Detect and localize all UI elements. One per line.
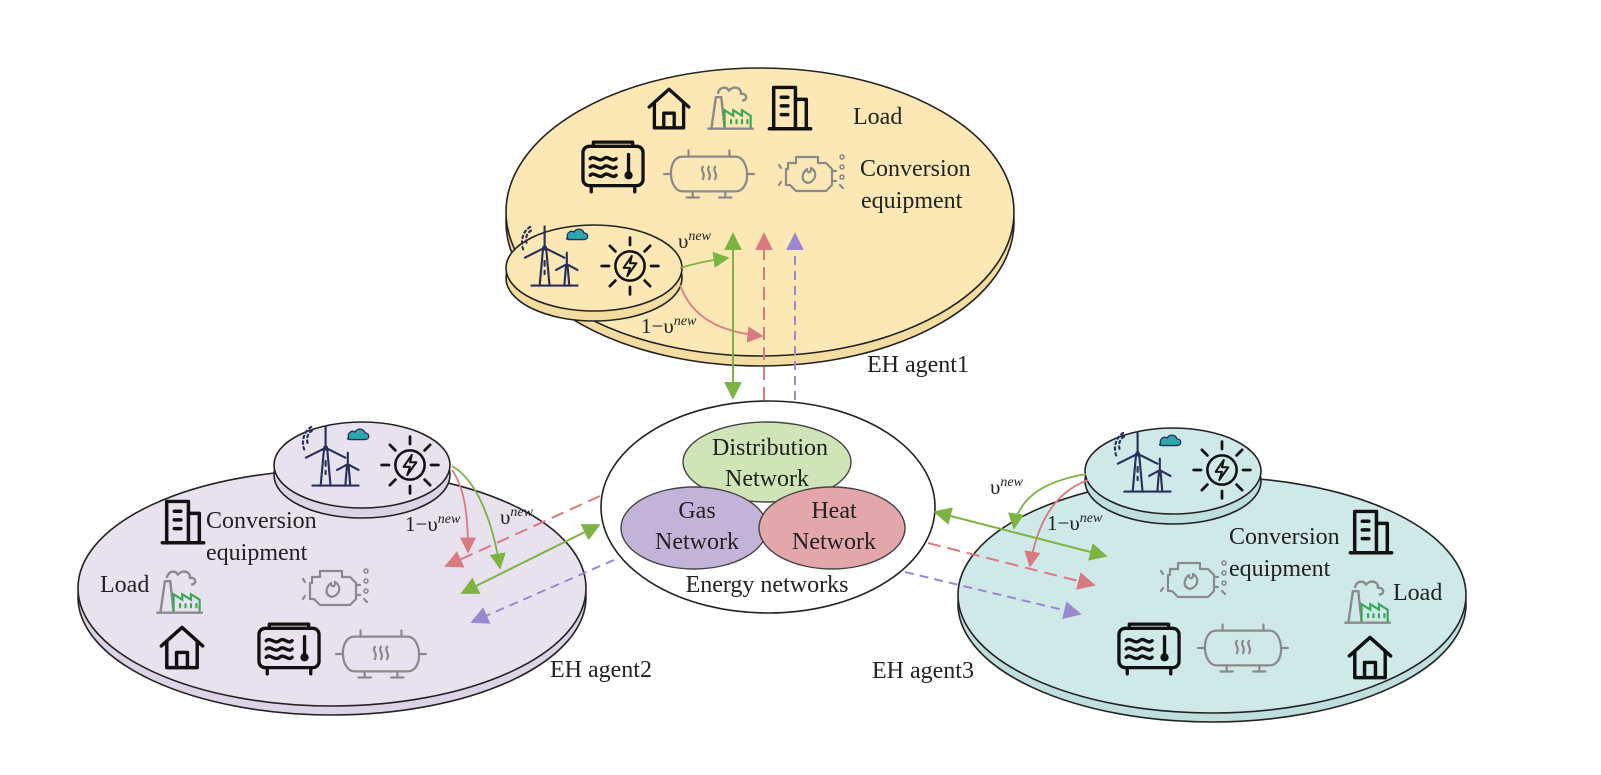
- agent2-gas-supply-arrow: [470, 559, 615, 624]
- agent3-name-label: EH agent3: [872, 658, 974, 684]
- agent1-name-label: EH agent1: [867, 352, 969, 378]
- eh-agent3: Conversion equipment Load EH agent3 υnew…: [872, 427, 1467, 723]
- heat-network-label-line1: Heat: [811, 498, 857, 524]
- energy-networks: Distribution Network Gas Network Heat Ne…: [600, 400, 936, 614]
- agent2-load-label: Load: [100, 572, 149, 598]
- agent3-share-ratio: υnew: [990, 475, 1024, 499]
- agent2-conversion-label-line2: equipment: [206, 540, 308, 566]
- agent2-conversion-label-line1: Conversion: [206, 508, 317, 534]
- distribution-network-label-line1: Distribution: [712, 435, 828, 461]
- heat-network-node: [758, 486, 906, 570]
- gas-network-label-line1: Gas: [678, 498, 715, 524]
- heat-network-label-line2: Network: [792, 529, 876, 555]
- distribution-network-label-line2: Network: [725, 466, 809, 492]
- agent3-conversion-label-line2: equipment: [1229, 556, 1331, 582]
- agent3-load-label: Load: [1393, 580, 1442, 606]
- agent1-conversion-label-line2: equipment: [861, 188, 963, 214]
- agent1-heat-share-arrow: [679, 284, 764, 343]
- agent3-electric-exchange-arrow: [933, 507, 1108, 561]
- network-flows: [444, 232, 1108, 624]
- agent2-share-ratio: υnew: [500, 505, 534, 529]
- agent1-share-ratio: υnew: [678, 229, 712, 253]
- agent1-renewables-disk: [505, 224, 683, 312]
- agent1-load-label: Load: [853, 104, 902, 130]
- agent2-remainder-ratio: 1−υnew: [405, 512, 461, 536]
- agent2-electric-exchange-arrow: [460, 524, 601, 594]
- distribution-network-node: [682, 421, 852, 503]
- eh-agent1: Load Conversion equipment EH agent1 υnew…: [505, 67, 1015, 378]
- gas-network-label-line2: Network: [655, 529, 739, 555]
- agent1-remainder-ratio: 1−υnew: [641, 314, 697, 338]
- eh-agent2: Conversion equipment Load EH agent2 1−υn…: [77, 421, 652, 716]
- agent3-heat-supply-arrow: [927, 542, 1096, 590]
- agent3-conversion-label-line1: Conversion: [1229, 524, 1340, 550]
- agent1-conversion-label-line1: Conversion: [860, 156, 971, 182]
- energy-networks-title: Energy networks: [686, 572, 849, 598]
- agent2-name-label: EH agent2: [550, 657, 652, 683]
